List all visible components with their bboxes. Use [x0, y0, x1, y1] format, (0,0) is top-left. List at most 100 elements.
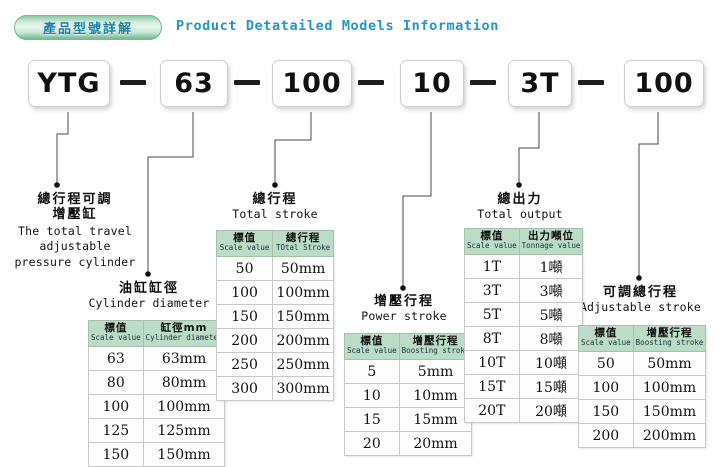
label-travel-cylinder-cn2: 增壓缸: [52, 207, 98, 223]
cell-spec-value: 100mm: [632, 375, 707, 400]
connector-segment-2: [147, 112, 194, 273]
cell-spec-value: 20mm: [398, 431, 473, 456]
cell-scale-value: 100: [88, 394, 144, 419]
connector-dot-2: [145, 271, 151, 277]
table-header-en: Scale value: [219, 243, 270, 253]
cell-scale-value: 3T: [464, 278, 520, 303]
table-header-en: Boosting stroke: [401, 346, 470, 356]
table-header-en: Scale value: [581, 338, 631, 348]
label-travel-cylinder-en: The total travel adjustable pressure cyl…: [14, 223, 136, 269]
label-travel-cylinder-cn: 總行程可調: [37, 192, 113, 207]
label-total-output-en: Total output: [477, 207, 563, 222]
label-travel-cylinder: 總行程可調 增壓缸 The total travel adjustable pr…: [0, 192, 150, 270]
connector-dot-3: [272, 182, 278, 188]
cell-scale-value: 10: [344, 383, 400, 408]
table-header-en: Boosting stroke: [635, 338, 704, 348]
cell-spec-value: 8噸: [518, 326, 584, 351]
cell-scale-value: 8T: [464, 326, 520, 351]
cell-scale-value: 100: [215, 280, 274, 305]
cell-scale-value: 20: [344, 431, 400, 456]
cell-scale-value: 150: [88, 442, 144, 467]
model-segment-1-value: YTG: [37, 68, 101, 99]
cell-spec-value: 80mm: [142, 370, 226, 395]
connector-dot-1: [54, 182, 60, 188]
table-header-en: Tonnage value: [521, 241, 581, 251]
table-header-en: Scale value: [347, 346, 397, 356]
page-title: Product Detatailed Models Information: [176, 18, 499, 34]
table-header-en: Cylinder diameter: [145, 333, 223, 343]
model-segment-5: 3T: [508, 60, 572, 107]
model-segment-4: 10: [400, 60, 464, 107]
cell-scale-value: 10T: [464, 350, 520, 375]
table-header-en: Scale value: [91, 333, 141, 343]
cell-spec-value: 63mm: [142, 346, 226, 371]
table-header-cn: 總行程: [285, 231, 321, 244]
cell-spec-value: 20噸: [518, 398, 584, 423]
cell-spec-value: 300mm: [272, 376, 334, 401]
cell-spec-value: 10mm: [398, 383, 473, 408]
table-header-cn: 標值: [360, 334, 384, 347]
model-segment-2: 63: [160, 60, 228, 107]
label-total-output-cn: 總出力: [497, 192, 543, 207]
cell-scale-value: 80: [88, 370, 144, 395]
table-header-cn: 標值: [594, 326, 618, 339]
cell-spec-value: 5噸: [518, 302, 584, 327]
model-segment-3: 100: [272, 60, 352, 107]
cell-scale-value: 15: [344, 407, 400, 432]
label-power-stroke-cn: 增壓行程: [373, 294, 434, 309]
cell-scale-value: 125: [88, 418, 144, 443]
cell-scale-value: 20T: [464, 398, 520, 423]
cell-scale-value: 150: [578, 399, 634, 424]
cell-scale-value: 5: [344, 359, 400, 384]
table-header-cn: 出力噸位: [528, 229, 575, 242]
cell-spec-value: 200mm: [632, 423, 707, 448]
model-separator-4-icon: [470, 80, 496, 85]
model-segment-4-value: 10: [412, 68, 452, 99]
model-separator-1-icon: [120, 80, 146, 85]
label-power-stroke-en: Power stroke: [361, 309, 447, 324]
model-separator-2-icon: [234, 80, 260, 85]
label-adjustable-stroke: 可調總行程 Adjustable stroke: [568, 285, 713, 315]
cell-spec-value: 125mm: [142, 418, 226, 443]
section-badge-label: 產品型號詳解: [42, 22, 133, 37]
label-adjustable-stroke-cn: 可調總行程: [602, 285, 678, 300]
label-total-stroke-cn: 總行程: [252, 192, 298, 207]
cell-spec-value: 5mm: [398, 359, 473, 384]
cell-scale-value: 250: [215, 352, 274, 377]
cell-scale-value: 50: [578, 351, 634, 376]
model-segment-6: 100: [624, 60, 704, 107]
table-header-cn: 標值: [480, 229, 504, 242]
model-separator-5-icon: [578, 80, 604, 85]
cell-spec-value: 150mm: [632, 399, 707, 424]
model-segment-1: YTG: [28, 60, 110, 107]
cell-spec-value: 150mm: [142, 442, 226, 467]
label-adjustable-stroke-en: Adjustable stroke: [579, 300, 702, 315]
cell-spec-value: 3噸: [518, 278, 584, 303]
